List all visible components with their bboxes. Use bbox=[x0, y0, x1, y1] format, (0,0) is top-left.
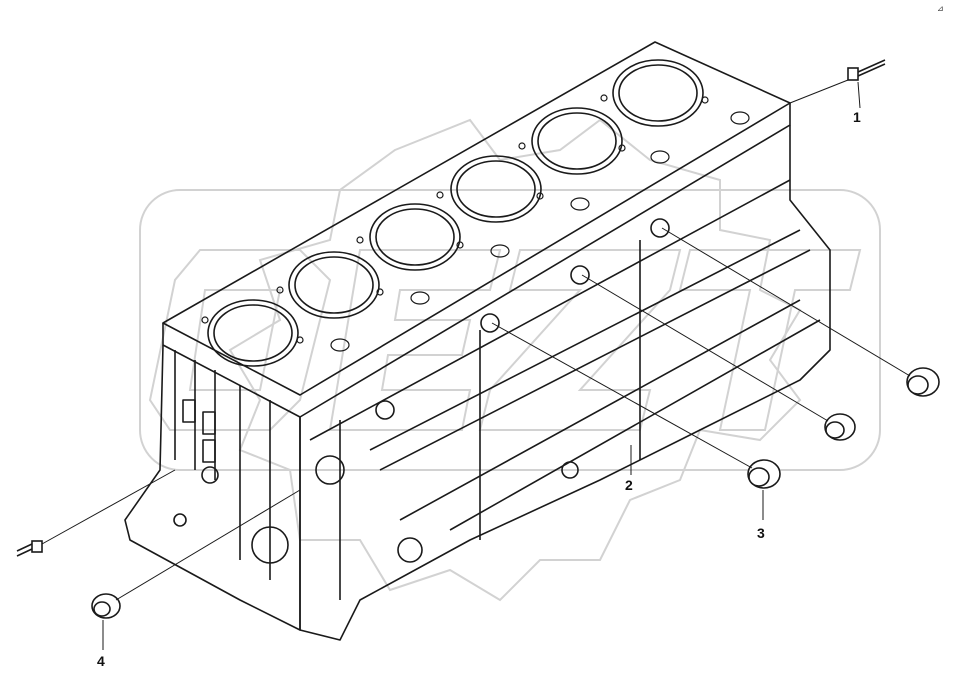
block-rail-bottom bbox=[399, 299, 821, 531]
plug-cup-3 bbox=[747, 459, 781, 489]
side-boss-1 bbox=[650, 218, 670, 238]
centerline-cup-2 bbox=[581, 274, 829, 422]
deck-water-port bbox=[490, 244, 510, 258]
cylinder-bore-1 bbox=[207, 299, 299, 367]
cylinder-bore-3 bbox=[369, 203, 461, 271]
cylinder-bore-5-inner bbox=[537, 112, 617, 170]
front-boss-1 bbox=[315, 455, 345, 485]
callout-4: 4 bbox=[97, 653, 105, 669]
block-deck-edge bbox=[162, 103, 791, 418]
deck-hole bbox=[456, 241, 464, 249]
cylinder-bore-1-inner bbox=[213, 304, 293, 362]
deck-hole bbox=[618, 144, 626, 152]
block-front-bottom bbox=[299, 125, 831, 641]
centerline-cup-4 bbox=[115, 489, 301, 601]
block-rail-lower bbox=[369, 229, 811, 471]
deck-water-port bbox=[570, 197, 590, 211]
deck-hole bbox=[600, 94, 608, 102]
cylinder-bore-6 bbox=[612, 59, 704, 127]
front-boss-4 bbox=[375, 400, 395, 420]
plug-cup-1 bbox=[906, 367, 940, 397]
block-front-ribs bbox=[174, 350, 271, 580]
front-boss-3 bbox=[397, 537, 423, 563]
front-boss-2 bbox=[251, 526, 289, 564]
front-port-1 bbox=[201, 466, 219, 484]
deck-hole bbox=[276, 286, 284, 294]
part-1-bolt bbox=[847, 59, 886, 81]
cylinder-bore-4-inner bbox=[456, 160, 536, 218]
block-rail-upper bbox=[309, 179, 791, 441]
deck-hole bbox=[518, 142, 526, 150]
cylinder-bore-3-inner bbox=[375, 208, 455, 266]
front-window-2 bbox=[202, 411, 216, 435]
front-port-2 bbox=[173, 513, 187, 527]
centerline-bolt-lower bbox=[41, 469, 176, 545]
deck-hole bbox=[376, 288, 384, 296]
block-side-face bbox=[299, 240, 641, 630]
plug-cups bbox=[91, 367, 940, 619]
cylinder-bores bbox=[207, 59, 704, 367]
watermark-letter-t bbox=[678, 249, 862, 431]
side-boss-2 bbox=[570, 265, 590, 285]
deck-hole bbox=[701, 96, 709, 104]
front-window-1 bbox=[182, 399, 196, 423]
corner-mark: ⊿ bbox=[937, 4, 944, 13]
leader-lines bbox=[41, 79, 911, 650]
block-front-face bbox=[124, 344, 301, 631]
centerline-cup-3 bbox=[491, 322, 753, 469]
cylinder-block bbox=[124, 41, 831, 641]
bolt-shank bbox=[857, 59, 886, 77]
bolt-head bbox=[31, 540, 43, 553]
bolt-head bbox=[847, 67, 859, 81]
deck-hole bbox=[356, 236, 364, 244]
plug-cup-2 bbox=[824, 413, 856, 441]
callout-1: 1 bbox=[853, 109, 861, 125]
deck-bolt-holes bbox=[201, 94, 750, 352]
deck-water-port bbox=[650, 150, 670, 164]
deck-water-port bbox=[730, 111, 750, 125]
callout-3: 3 bbox=[757, 525, 765, 541]
deck-water-port bbox=[410, 291, 430, 305]
front-window-3 bbox=[202, 439, 216, 463]
watermark-frame bbox=[139, 189, 881, 471]
deck-hole bbox=[201, 316, 209, 324]
watermark-gear bbox=[228, 118, 802, 602]
cylinder-bore-6-inner bbox=[618, 64, 698, 122]
deck-water-port bbox=[330, 338, 350, 352]
watermark-letter-e bbox=[328, 249, 502, 431]
part-bolt-lower-left bbox=[16, 540, 43, 557]
side-boss-4 bbox=[561, 461, 579, 479]
plug-cup-4 bbox=[91, 593, 121, 619]
watermark-logo bbox=[139, 118, 881, 602]
deck-hole bbox=[536, 192, 544, 200]
cylinder-bore-4 bbox=[450, 155, 542, 223]
deck-hole bbox=[296, 336, 304, 344]
centerline-cup-1 bbox=[661, 227, 911, 377]
deck-hole bbox=[436, 191, 444, 199]
cylinder-bore-5 bbox=[531, 107, 623, 175]
cylinder-bore-2 bbox=[288, 251, 380, 319]
callout-2: 2 bbox=[625, 477, 633, 493]
leader-part-1 bbox=[789, 79, 861, 109]
side-boss-3 bbox=[480, 313, 500, 333]
cylinder-bore-2-inner bbox=[294, 256, 374, 314]
bolt-shank bbox=[16, 543, 33, 557]
